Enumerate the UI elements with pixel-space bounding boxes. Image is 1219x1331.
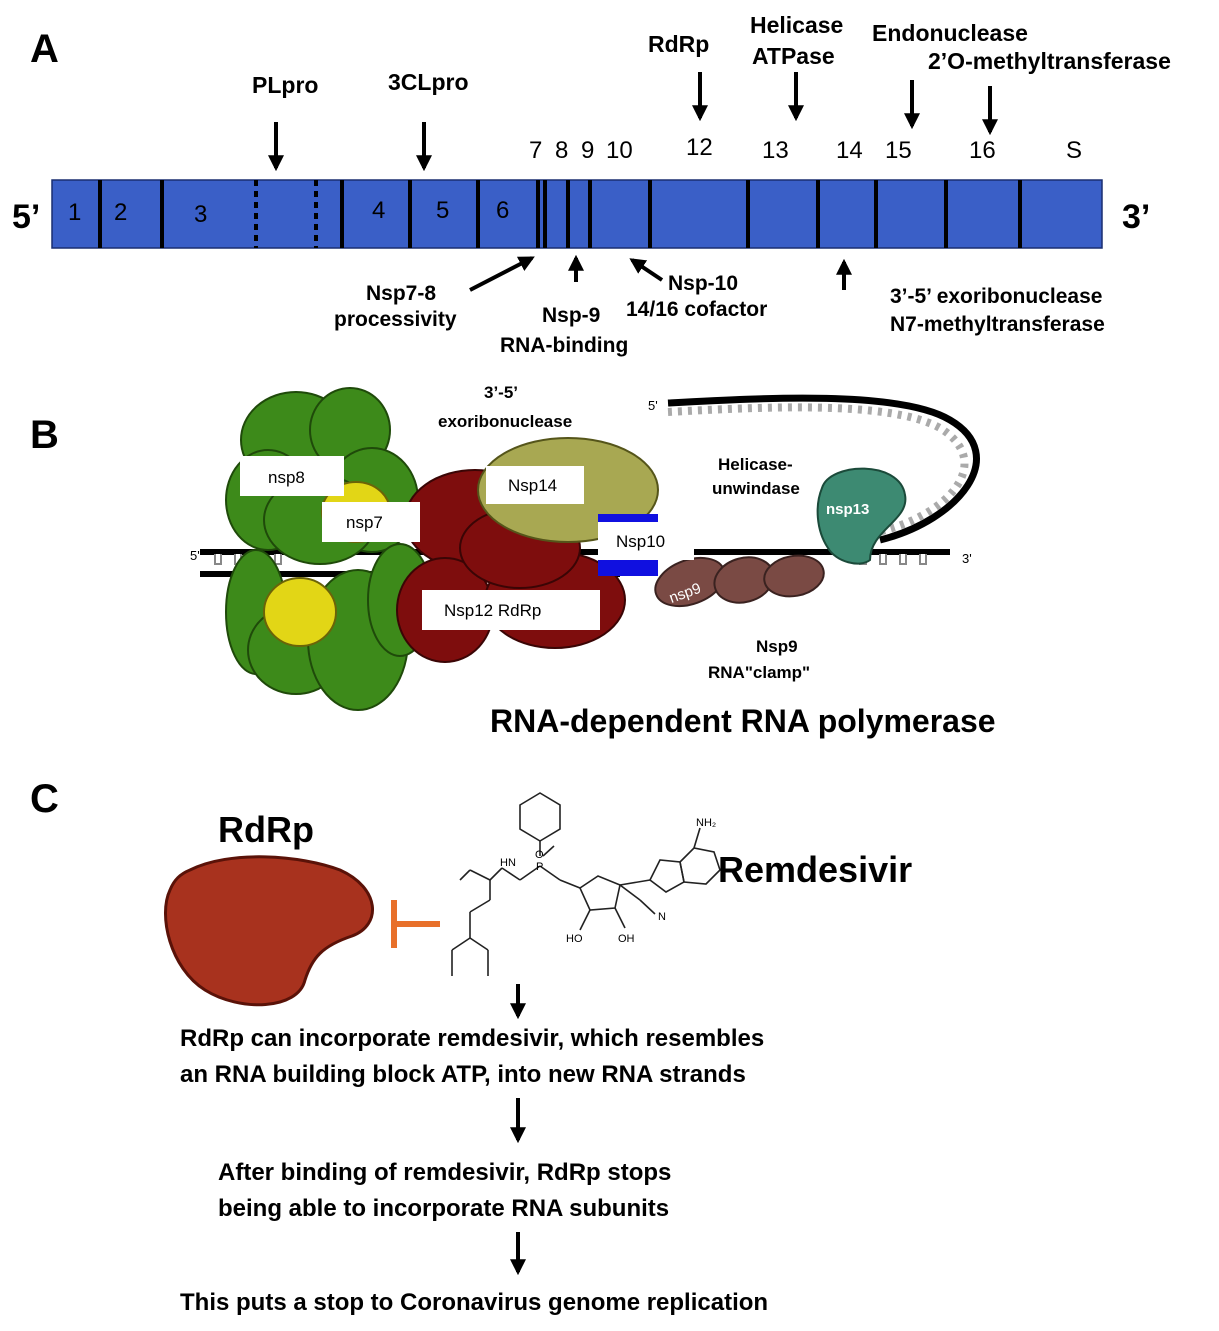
segment-label: 5 xyxy=(436,197,449,224)
nsp12-box xyxy=(422,590,600,630)
segment-number: 9 xyxy=(581,137,594,164)
segment-label: 3 xyxy=(194,201,207,228)
segment-numbers: 7 8 9 10 12 13 14 15 16 S xyxy=(529,134,1082,164)
flow-step2-line2: being able to incorporate RNA subunits xyxy=(218,1195,669,1222)
nsp7-box xyxy=(322,502,420,542)
nsp9-label-line2: RNA"clamp" xyxy=(708,663,810,682)
segment-number: S xyxy=(1066,137,1082,164)
helicase-b-line1: Helicase- xyxy=(718,455,793,474)
flow-step1-line2: an RNA building block ATP, into new RNA … xyxy=(180,1061,746,1088)
nsp9-chain xyxy=(654,554,825,608)
bottom-arrows xyxy=(469,254,852,292)
rna-5-prime: 5' xyxy=(190,548,200,563)
nsp14-label: Nsp14 xyxy=(508,476,557,495)
panel-b-letter: B xyxy=(30,413,59,457)
helicase-label-line2: ATPase xyxy=(752,43,835,69)
exo-label-line1: 3’-5’ xyxy=(484,383,518,402)
top-arrows xyxy=(268,72,998,172)
rna-3-prime: 3' xyxy=(962,551,972,566)
flow-step3: This puts a stop to Coronavirus genome r… xyxy=(180,1289,768,1316)
nsp9-label-line1: Nsp9 xyxy=(756,637,798,656)
genome-dividers xyxy=(98,180,1022,248)
3clpro-label: 3CLpro xyxy=(388,69,469,95)
segment-number: 10 xyxy=(606,137,633,164)
nsp7-label: nsp7 xyxy=(346,513,383,532)
nsp13-shape xyxy=(816,467,907,565)
plpro-label: PLpro xyxy=(252,72,318,98)
flow-step1-line1: RdRp can incorporate remdesivir, which r… xyxy=(180,1025,764,1052)
nsp78-label-line2: processivity xyxy=(334,308,457,331)
nsp14-label-line1: 3’-5’ exoribonuclease xyxy=(890,285,1102,308)
nsp12-label: Nsp12 RdRp xyxy=(444,601,541,620)
remdesivir-label: Remdesivir xyxy=(718,849,912,890)
nsp14-label-line2: N7-methyltransferase xyxy=(890,313,1105,336)
rdrp-shape xyxy=(163,855,375,1007)
atom-label: NH₂ xyxy=(696,817,716,829)
panel-b-title: RNA-dependent RNA polymerase xyxy=(490,703,996,739)
panel-a-letter: A xyxy=(30,27,59,71)
segment-labels-in-bar: 1 2 3 4 5 6 xyxy=(68,197,509,228)
segment-number: 15 xyxy=(885,137,912,164)
nsp10-box xyxy=(598,522,694,560)
segment-number: 7 xyxy=(529,137,542,164)
helicase-label-line1: Helicase xyxy=(750,12,843,38)
remdesivir-atoms: O P HN NH₂ N HO OH xyxy=(500,817,716,945)
rdrp-c-label: RdRp xyxy=(218,809,314,850)
remdesivir-structure xyxy=(451,792,721,976)
prime5-label: 5’ xyxy=(12,198,40,236)
atom-label: O xyxy=(535,849,544,861)
nsp10-label-line1: Nsp-10 xyxy=(668,272,738,295)
atom-label: HN xyxy=(500,857,516,869)
nsp78-label-line1: Nsp7-8 xyxy=(366,282,436,305)
nsp7-nsp8-complex xyxy=(225,387,433,711)
genome-bar xyxy=(51,179,1103,249)
nsp13-label: nsp13 xyxy=(826,501,869,518)
template-5-prime: 5' xyxy=(648,398,658,413)
nsp8-box xyxy=(240,456,344,496)
endonuclease-label: Endonuclease xyxy=(872,20,1028,46)
segment-label: 2 xyxy=(114,199,127,226)
methyltransferase-label: 2’O-methyltransferase xyxy=(928,48,1171,74)
prime3-label: 3’ xyxy=(1122,198,1150,236)
panel-c-letter: C xyxy=(30,777,59,821)
segment-number: 12 xyxy=(686,134,713,161)
template-strand: 5' xyxy=(648,394,980,544)
nsp7-yellow-bottom xyxy=(263,577,337,647)
nsp14-box xyxy=(486,466,584,504)
atom-label: HO xyxy=(566,933,583,945)
nsp10-label-line2: 14/16 cofactor xyxy=(626,298,767,321)
inhibit-symbol xyxy=(391,900,440,948)
atom-label: N xyxy=(658,911,666,923)
segment-number: 8 xyxy=(555,137,568,164)
segment-number: 13 xyxy=(762,137,789,164)
atom-label: OH xyxy=(618,933,635,945)
helicase-b-line2: unwindase xyxy=(712,479,800,498)
atom-label: P xyxy=(536,861,543,873)
segment-number: 14 xyxy=(836,137,863,164)
rdrp-label: RdRp xyxy=(648,31,709,57)
nsp10-label: Nsp10 xyxy=(616,532,665,551)
nsp9-label-line2: RNA-binding xyxy=(500,334,628,357)
nsp9-label-line1: Nsp-9 xyxy=(542,304,600,327)
segment-number: 16 xyxy=(969,137,996,164)
exo-label-line2: exoribonuclease xyxy=(438,412,572,431)
segment-label: 6 xyxy=(496,197,509,224)
segment-label: 4 xyxy=(372,197,385,224)
segment-label: 1 xyxy=(68,199,81,226)
flow-step2-line1: After binding of remdesivir, RdRp stops xyxy=(218,1159,671,1186)
nsp8-label: nsp8 xyxy=(268,468,305,487)
